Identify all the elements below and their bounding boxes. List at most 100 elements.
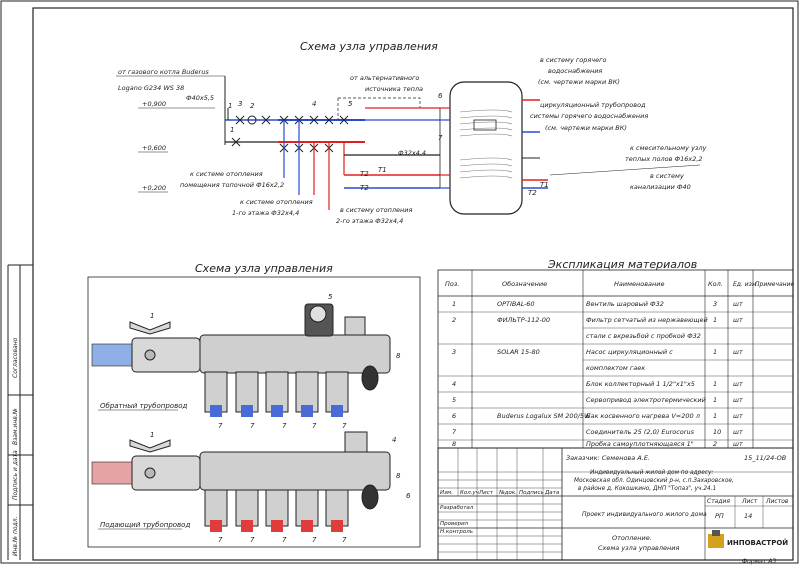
role-developed: Разработал (440, 505, 474, 511)
table-unit: шт (733, 412, 743, 420)
t2-label-a: T2 (360, 170, 369, 178)
heating-room-label-2: помещения топочной Ф16х2,2 (180, 181, 284, 189)
sewer-label-2: канализации Ф40 (630, 183, 691, 191)
pipe-32-label: Ф32х4,4 (398, 149, 426, 157)
table-pos: 6 (452, 412, 456, 420)
stage-header: Стадия (707, 498, 730, 505)
paper-format: Формат А3 (742, 558, 776, 565)
top-callout-3: 3 (238, 100, 242, 108)
table-name: Блок коллекторный 1 1/2"х1"х5 (586, 380, 695, 388)
table-unit: шт (733, 300, 743, 308)
bottom-callout-7i: 7 (312, 536, 317, 544)
circ-label-1: циркуляционный трубопровод (540, 101, 646, 109)
storage-tank (440, 81, 548, 215)
table-name: Вентиль шаровый Ф32 (586, 300, 664, 308)
materials-table (437, 269, 794, 449)
table-pos: 8 (452, 440, 456, 448)
table-qty: 1 (713, 348, 717, 356)
address-line-2: Московская обл. Одинцовский р-н, с.п.Зах… (574, 478, 734, 484)
table-qty: 1 (713, 380, 717, 388)
table-title: Экспликация материалов (547, 258, 697, 271)
table-pos: 4 (452, 380, 456, 388)
tb-col-header: Лист (478, 490, 494, 496)
side-stamp: Согласовано Взам.инв.№ Подпись и дата Ин… (7, 264, 33, 560)
return-pipe-label: Обратный трубопровод (100, 402, 187, 410)
sewer-label-1: в систему (650, 172, 684, 180)
address-line-3: в районе д. Кокошкино, ДНП "Топаз", уч.2… (578, 486, 716, 492)
bottom-callout-4: 4 (392, 436, 396, 444)
th-unit: Ед. изм. (733, 281, 758, 288)
table-pos: 7 (452, 428, 457, 436)
top-callout-6: 6 (438, 92, 443, 100)
customer: Заказчик: Семенова А.Е. (566, 454, 650, 462)
top-scheme-title: Схема узла управления (300, 40, 438, 53)
bottom-callout-7b: 7 (250, 422, 255, 430)
boiler-label-1: от газового котла Buderus (118, 68, 209, 76)
title-block (437, 447, 794, 561)
table-unit: шт (733, 380, 743, 388)
bottom-scheme-frame (87, 276, 421, 548)
table-name: Пробка самоуплотняющаяся 1" (586, 440, 694, 448)
bottom-callout-7c: 7 (282, 422, 287, 430)
th-qty: Кол. (708, 280, 723, 288)
alt-source-line (337, 97, 421, 120)
floor1-label-1: к системе отопления (240, 198, 313, 206)
sheet-value: 14 (744, 512, 752, 520)
floor2-label-1: в систему отопления (340, 206, 412, 214)
t1-label-tank: T1 (540, 181, 549, 189)
table-name: комплектом гаек (586, 364, 645, 372)
top-callout-1b: 1 (230, 126, 234, 134)
table-name: Сервопривод электротермический (586, 396, 706, 404)
bottom-scheme-title: Схема узла управления (195, 262, 333, 275)
bottom-callout-5: 5 (328, 293, 333, 301)
table-mark: OPTIBAL-60 (497, 300, 535, 308)
top-callout-7: 7 (438, 134, 443, 142)
bottom-callout-7a: 7 (218, 422, 223, 430)
side-label-sign: Подпись и дата (12, 450, 19, 500)
tb-col-header: Кол.уч (460, 490, 480, 496)
heating-room-label-1: к системе отопления (190, 170, 263, 178)
table-pos: 5 (452, 396, 456, 404)
address-line-1: Индивидуальный жилой дом по адресу: (590, 470, 713, 476)
circ-label-3: (см. чертежи марки ВК) (545, 124, 627, 132)
level-mark-0900: +0,900 (142, 100, 166, 108)
supply-outlets (204, 489, 349, 532)
top-callout-5: 5 (348, 100, 353, 108)
side-label-agreed: Согласовано (12, 337, 19, 378)
table-pos: 1 (452, 300, 456, 308)
table-pos: 3 (452, 348, 456, 356)
alt-source-label-2: источника тепла (365, 85, 423, 93)
hot-water-label-1: в систему горячего (540, 56, 607, 64)
t2-label-b: T2 (360, 184, 369, 192)
hot-water-label-2: водоснабжения (548, 67, 602, 75)
bottom-callout-7f: 7 (218, 536, 223, 544)
bottom-callout-1a: 1 (150, 312, 154, 320)
level-mark-0600: +0,600 (142, 144, 166, 152)
table-mark: Buderus Logalux SM 200/5W (497, 412, 591, 420)
t2-label-tank: T2 (528, 189, 537, 197)
table-name: Насос циркуляционный с (586, 348, 673, 356)
sheet-header: Лист (741, 498, 758, 505)
table-unit: шт (733, 428, 743, 436)
tb-col-header: Дата (544, 490, 560, 496)
role-checked: Проверил (440, 521, 469, 527)
boiler-label-2: Logano G234 WS 38 (118, 84, 184, 92)
table-qty: 3 (713, 300, 717, 308)
tank-pipes (344, 107, 441, 189)
level-mark-0200: +0,200 (142, 184, 166, 192)
boiler-pipes (225, 108, 290, 147)
bottom-callout-7g: 7 (250, 536, 255, 544)
top-manifold (278, 115, 365, 210)
supply-assembly (91, 431, 391, 510)
bottom-callout-7d: 7 (312, 422, 317, 430)
floor1-label-2: 1-го этажа Ф32х4,4 (232, 209, 299, 217)
th-mark: Обозначение (502, 280, 547, 288)
company-name: ИНПОВАСТРОЙ (727, 538, 788, 547)
table-qty: 10 (713, 428, 721, 436)
stage-value: РП (715, 512, 724, 520)
mixing-label-2: теплых полов Ф16х2,2 (625, 155, 703, 163)
tb-col-header: Подпись (519, 490, 544, 496)
table-name: Бак косвенного нагрева V=200 л (586, 412, 700, 420)
top-callout-1a: 1 (228, 102, 232, 110)
bottom-callout-8b: 8 (396, 472, 401, 480)
